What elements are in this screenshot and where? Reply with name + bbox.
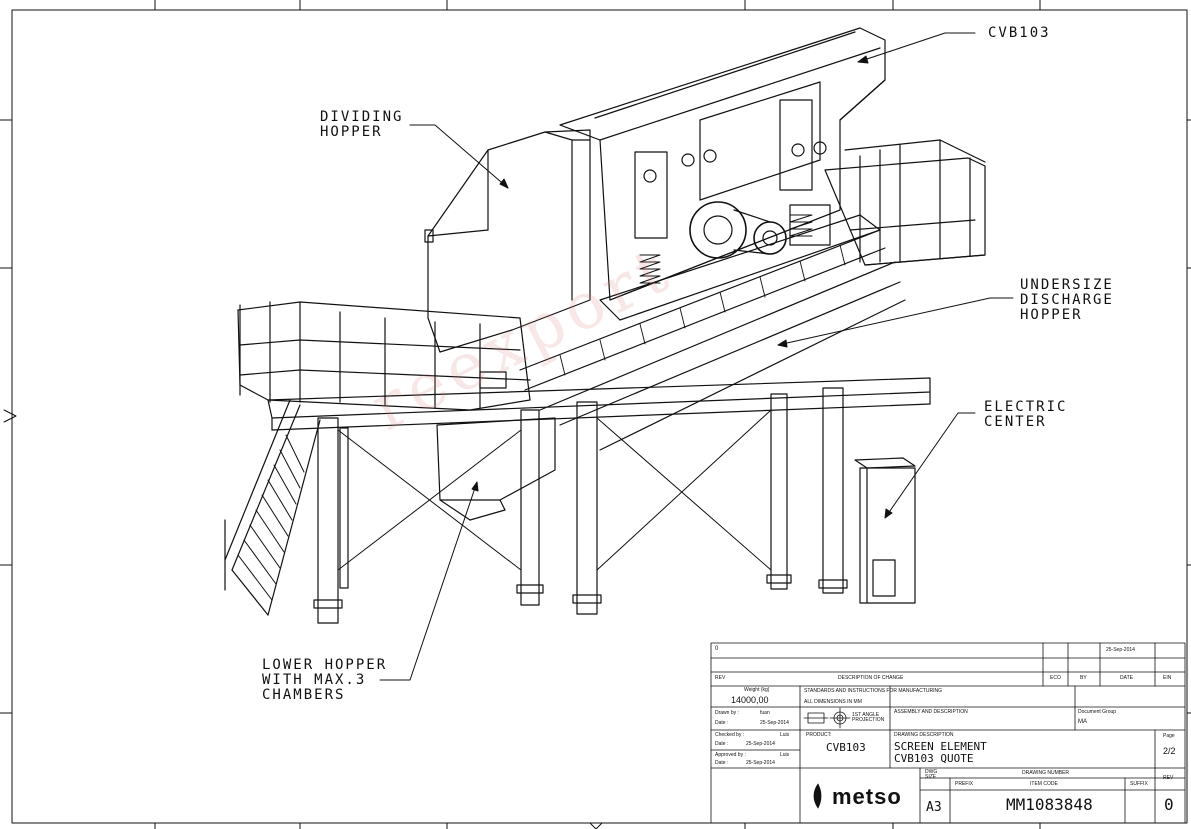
access-stairs [224, 399, 321, 616]
drawing-desc-label: DRAWING DESCRIPTION [894, 732, 954, 738]
leader-lines [379, 32, 1014, 681]
electric-center-cabinet [854, 457, 916, 604]
callout-lower-hopper: LOWER HOPPER WITH MAX.3 CHAMBERS [262, 657, 388, 703]
header-description: DESCRIPTION OF CHANGE [838, 675, 904, 681]
title-block-grid [710, 642, 1186, 824]
callout-dividing-hopper: DIVIDING HOPPER [320, 109, 404, 140]
callout-undersize-discharge-hopper: UNDERSIZE DISCHARGE HOPPER [1020, 277, 1114, 323]
drawing-desc-line-1: SCREEN ELEMENT [894, 740, 987, 753]
drawing-number-label: DRAWING NUMBER [1022, 770, 1070, 776]
rev-letter: 0 [715, 646, 719, 652]
standards-text: STANDARDS AND INSTRUCTIONS FOR MANUFACTU… [804, 688, 942, 694]
page-label: Page [1163, 733, 1175, 739]
approved-date-label: Date : [715, 760, 729, 766]
drawing-desc-line-2: CVB103 QUOTE [894, 752, 974, 765]
header-ein: EIN [1163, 675, 1172, 681]
rev-date: 25-Sep-2014 [1106, 647, 1135, 653]
document-group-value: MA [1078, 719, 1087, 725]
weight-value: 14000,00 [731, 695, 769, 705]
approved-by-label: Approved by : [715, 752, 746, 758]
callout-cvb103: CVB103 [988, 25, 1051, 41]
lower-hopper [436, 417, 556, 521]
weight-label: Weight (kg) [744, 687, 770, 693]
lower-platform [237, 301, 531, 411]
drawn-date-label: Date : [715, 720, 729, 726]
item-code-label: ITEM CODE [1030, 781, 1058, 787]
upper-platform [824, 139, 986, 266]
projection-label: 1ST ANGLE PROJECTION [852, 712, 885, 723]
approved-by-value: Luis [780, 752, 790, 758]
support-legs [313, 387, 848, 624]
prefix-label: PREFIX [955, 781, 974, 787]
metso-logo: metso [832, 784, 902, 809]
dimensions-text: ALL DIMENSIONS IN MM [804, 699, 862, 705]
header-date: DATE [1120, 675, 1133, 681]
suffix-label: SUFFIX [1130, 781, 1148, 787]
machine-drawing [224, 27, 986, 624]
document-group-label: Document Group [1078, 709, 1117, 715]
checked-date-label: Date : [715, 741, 729, 747]
drawn-by-value: fuan [760, 710, 770, 716]
rev-label: REV [1163, 775, 1174, 781]
inclined-conveyor [519, 229, 906, 451]
header-rev: REV [715, 675, 726, 681]
drawing-number-value: MM1083848 [1006, 795, 1093, 814]
approved-date-value: 25-Sep-2014 [746, 760, 775, 766]
header-eco: ECO [1050, 675, 1061, 681]
page-value: 2/2 [1163, 746, 1176, 756]
dwg-size-label: DWG SIZE [925, 769, 938, 780]
product-label: PRODUCT: [806, 732, 832, 738]
revision-value: 0 [1164, 795, 1174, 814]
drawn-date-value: 25-Sep-2014 [760, 720, 789, 726]
frame-beam [267, 377, 931, 431]
dividing-hopper [424, 129, 591, 353]
checked-by-value: Luis [780, 732, 790, 738]
header-by: BY [1080, 675, 1087, 681]
checked-date-value: 25-Sep-2014 [746, 741, 775, 747]
checked-by-label: Checked by : [715, 732, 745, 738]
product-value: CVB103 [826, 741, 866, 754]
assembly-label: ASSEMBLY AND DESCRIPTION [894, 709, 968, 715]
drawn-by-label: Drawn by : [715, 710, 739, 716]
size-value: A3 [926, 800, 942, 815]
callout-electric-center: ELECTRIC CENTER [984, 399, 1068, 430]
